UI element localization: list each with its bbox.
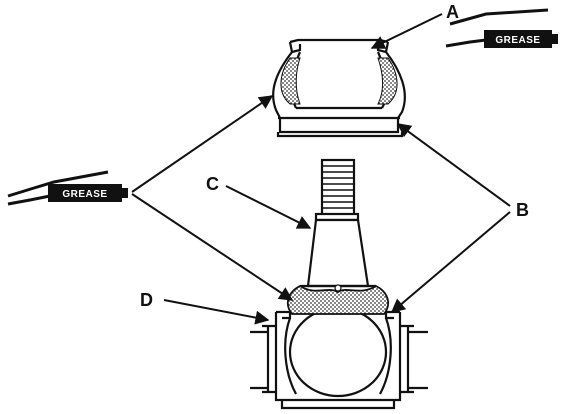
grease-tag-text-top: GREASE [495, 35, 540, 46]
boot-top-rim [289, 38, 389, 44]
grease-tag-top-right: GREASE [445, 8, 558, 48]
arrow-a [370, 13, 443, 49]
housing-outer-walls [266, 326, 410, 392]
grease-tag-left: GREASE [7, 170, 128, 206]
retaining-clip-right [384, 310, 400, 320]
grease-pocket-right [377, 57, 398, 105]
grease-pocket-left [280, 57, 301, 105]
socket-liner-right [379, 317, 392, 395]
grease-tag-box-top [484, 30, 552, 48]
retaining-clip-left [276, 310, 292, 320]
grease-gun-nozzle-left [7, 194, 51, 206]
arrow-b-lower [390, 211, 511, 313]
housing-outline [274, 312, 402, 402]
thread-lines [322, 165, 354, 209]
stud-taper [306, 218, 370, 288]
arrow-b-upper [396, 123, 511, 207]
callout-a: A [446, 2, 459, 22]
grease-tag-end-top [552, 34, 558, 44]
grease-gun-hose-top [449, 8, 549, 26]
callout-b: B [516, 200, 529, 220]
arrow-grease-to-boot [131, 95, 274, 193]
socket-liner-left [284, 317, 297, 395]
grease-tag-box-left [48, 184, 122, 202]
callout-d: D [140, 290, 153, 310]
grease-tag-text-left: GREASE [62, 189, 107, 200]
seated-boot-grease [286, 284, 390, 315]
boot-outer-left [272, 51, 293, 119]
callout-c: C [206, 174, 219, 194]
grease-tag-end-left [122, 188, 128, 198]
arrow-d [163, 299, 270, 325]
housing-bottom-cap [280, 400, 396, 410]
grease-gun-nozzle-top [445, 38, 487, 48]
boot-bottom-ring [278, 118, 400, 134]
boot-outer-right [385, 51, 406, 119]
grease-gun-hose-left [7, 170, 109, 198]
ball-joint-housing [250, 284, 428, 410]
ball [288, 306, 388, 398]
leader-lines [131, 13, 511, 325]
boot-top-left-lip [288, 41, 302, 54]
arrow-c [225, 185, 312, 229]
arrow-grease-to-socket [131, 193, 294, 301]
grease-fitting-hole [334, 284, 342, 292]
ball-joint-stud [306, 158, 370, 288]
